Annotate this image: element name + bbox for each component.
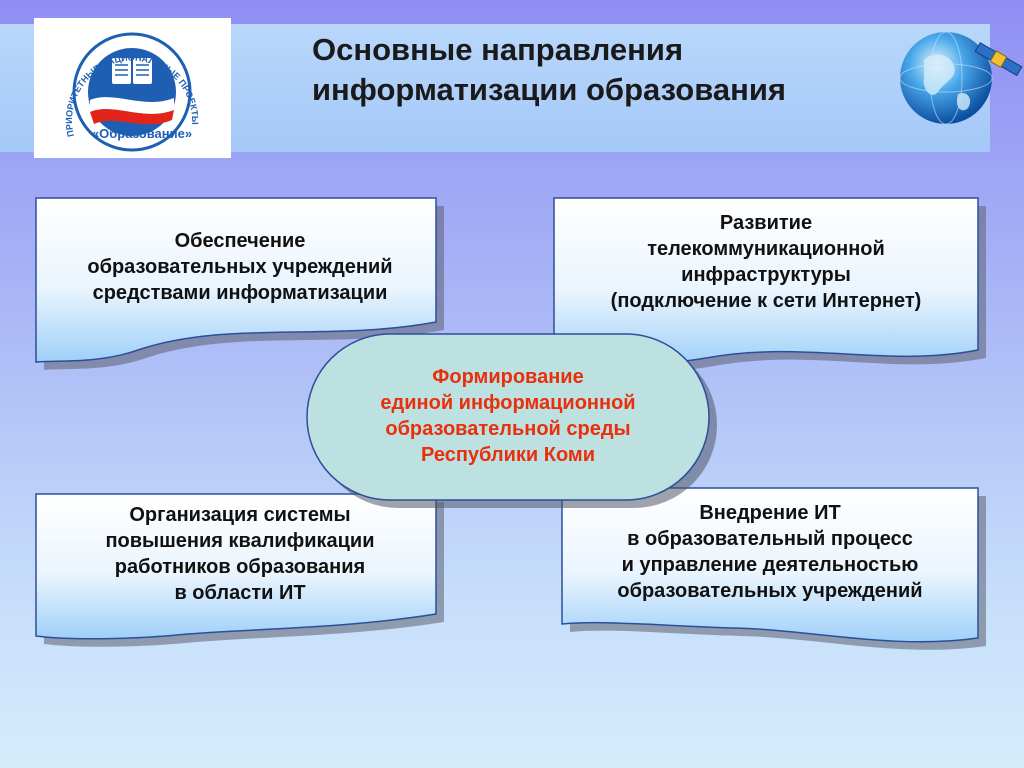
card-it-line-1: Внедрение ИТ [699, 502, 841, 524]
card-training-line-4: в области ИТ [174, 582, 306, 604]
title-line-2: информатизации образования [312, 72, 786, 107]
card-training: Организация системы повышения квалификац… [35, 493, 444, 656]
card-telecom: Развитие телекоммуникационной инфраструк… [553, 197, 986, 388]
card-it-implementation: Внедрение ИТ в образовательный процесс и… [561, 487, 986, 662]
card-training-line-2: повышения квалификации [105, 530, 375, 552]
logo-label: «Образование» [92, 126, 192, 141]
card-it-line-2: в образовательный процесс [627, 528, 913, 550]
card-telecom-line-4: (подключение к сети Интернет) [610, 290, 922, 312]
center-line-1: Формирование [432, 366, 584, 388]
education-project-logo: ПРИОРИТЕТНЫЕ НАЦИОНАЛЬНЫЕ ПРОЕКТЫ «Образ… [34, 18, 231, 158]
card-telecom-line-3: инфраструктуры [681, 264, 851, 286]
book-icon [112, 58, 152, 84]
page-title: Основные направления информатизации обра… [312, 30, 872, 110]
card-equipment-line-1: Обеспечение [174, 230, 306, 252]
globe-satellite-icon [888, 20, 1024, 128]
card-it-line-3: и управление деятельностью [621, 554, 919, 576]
center-goal: Формирование единой информационной образ… [306, 333, 717, 508]
card-equipment-line-3: средствами информатизации [92, 282, 388, 304]
center-line-3: образовательной среды [385, 418, 631, 440]
title-line-1: Основные направления [312, 32, 684, 67]
card-training-line-1: Организация системы [129, 504, 351, 526]
card-telecom-line-1: Развитие [719, 212, 813, 234]
card-equipment-line-2: образовательных учреждений [87, 256, 393, 278]
center-line-4: Республики Коми [421, 444, 595, 466]
card-equipment: Обеспечение образовательных учреждений с… [35, 197, 444, 378]
card-training-line-3: работников образования [114, 556, 366, 578]
center-line-2: единой информационной [380, 392, 636, 414]
card-it-line-4: образовательных учреждений [617, 580, 923, 602]
card-telecom-line-2: телекоммуникационной [647, 238, 885, 260]
